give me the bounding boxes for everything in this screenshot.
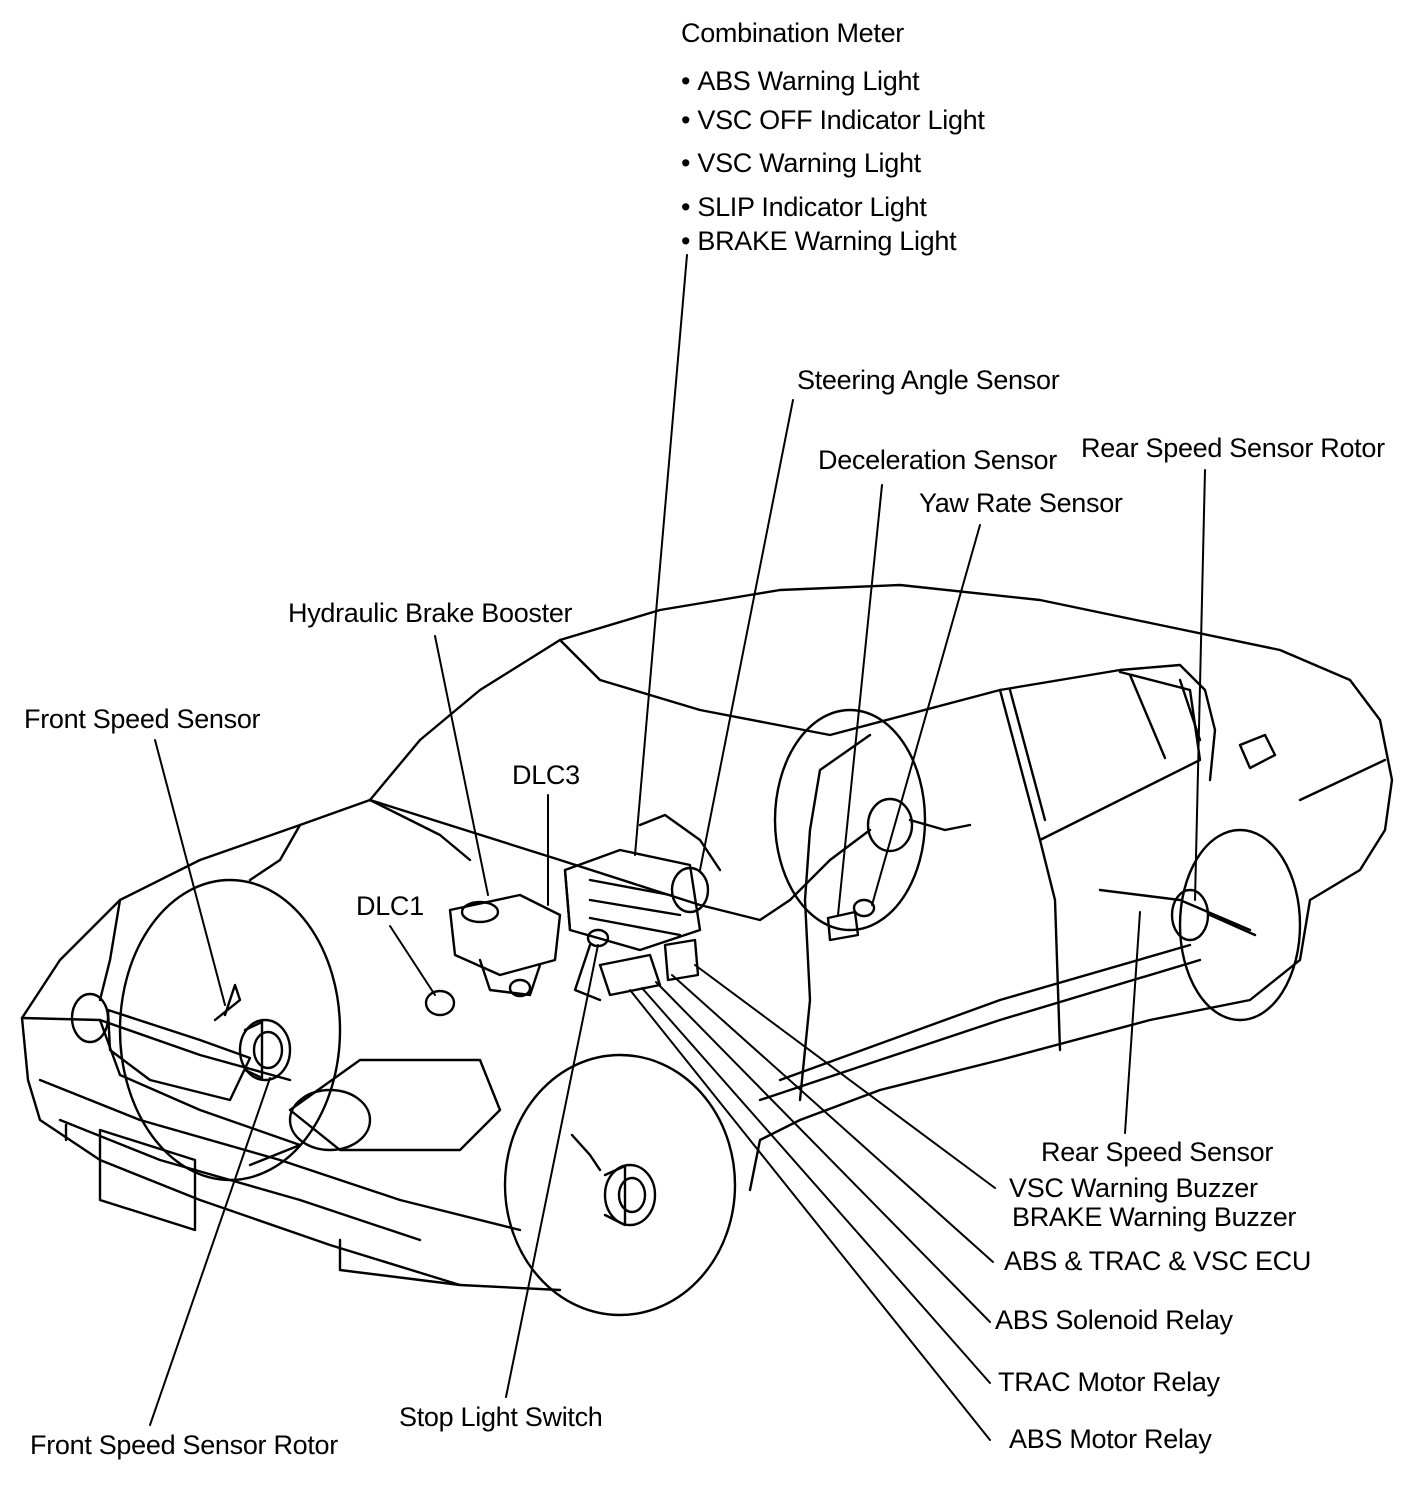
deceleration-sensor-label: Deceleration Sensor [818,445,1057,475]
abs-warning-light-label: ABS Warning Light [681,65,919,97]
abs-solenoid-relay-label: ABS Solenoid Relay [995,1305,1233,1335]
rear-speed-sensor-rotor-label: Rear Speed Sensor Rotor [1081,433,1385,463]
engine-bay-components [213,813,972,1172]
combination-meter-title: Combination Meter [681,18,905,48]
leader-lines[interactable] [149,254,1206,1441]
stop-light-switch-label: Stop Light Switch [399,1402,603,1432]
trac-motor-relay-label: TRAC Motor Relay [998,1367,1220,1397]
abs-motor-relay-label: ABS Motor Relay [1009,1424,1212,1454]
front-speed-sensor-rotor-label: Front Speed Sensor Rotor [30,1430,338,1460]
vsc-warning-buzzer-label: VSC Warning Buzzer [1009,1173,1258,1203]
dlc1-label: DLC1 [356,891,424,921]
brake-warning-buzzer-label: BRAKE Warning Buzzer [1012,1202,1297,1232]
car-body-outline [20,583,1394,1292]
rear-speed-sensor-label: Rear Speed Sensor [1041,1137,1274,1167]
hydraulic-brake-booster-label: Hydraulic Brake Booster [288,598,573,628]
wheels [118,708,1302,1317]
front-lights [70,992,502,1167]
slip-indicator-light-label: SLIP Indicator Light [681,191,926,223]
vsc-off-indicator-light-label: VSC OFF Indicator Light [681,104,985,136]
ecu-label: ABS & TRAC & VSC ECU [1004,1246,1312,1276]
dlc3-label: DLC3 [512,760,580,790]
yaw-rate-sensor-label: Yaw Rate Sensor [919,488,1123,518]
brake-warning-light-label: BRAKE Warning Light [681,225,956,257]
steering-angle-sensor-label: Steering Angle Sensor [797,365,1060,395]
front-speed-sensor-label: Front Speed Sensor [24,704,261,734]
vsc-warning-light-label: VSC Warning Light [681,147,921,179]
